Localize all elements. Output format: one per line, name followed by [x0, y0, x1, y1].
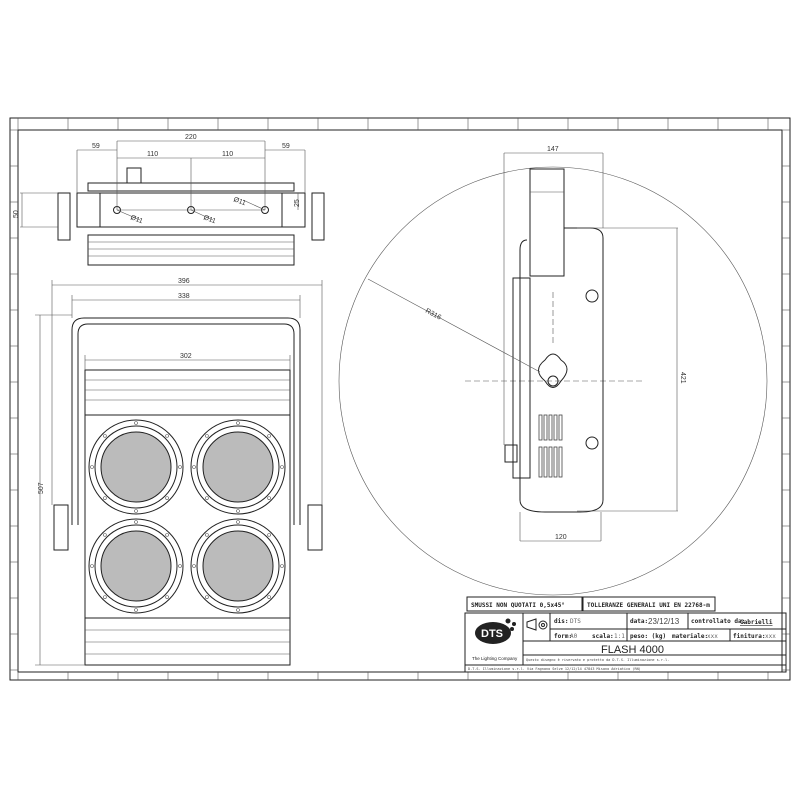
logo-tagline: The Lighting Company: [472, 656, 518, 661]
side-view: [338, 152, 768, 596]
checked-by-value: Gabrielli: [740, 619, 773, 626]
dim-220: 220: [185, 134, 197, 141]
dis-label: dis:: [554, 618, 568, 625]
knob-right: [311, 192, 325, 241]
dim-59-left: 59: [92, 143, 100, 150]
dts-logo: [475, 622, 511, 644]
hole-dia-3: Ø11: [232, 196, 246, 207]
dim-59-right: 59: [282, 143, 290, 150]
lens: [88, 419, 184, 515]
knob-left: [57, 192, 71, 241]
format-value: A0: [570, 633, 578, 640]
dis-value: DTS: [570, 618, 581, 625]
dim-396: 396: [178, 278, 190, 285]
inner-frame: [17, 129, 783, 673]
dim-110-right: 110: [222, 151, 233, 158]
logo-text: DTS: [481, 628, 503, 640]
projection-symbol-icon: [526, 618, 548, 631]
dim-120: 120: [555, 534, 567, 541]
dim-507: 507: [38, 482, 45, 494]
tolerance-note: TOLLERANZE GENERALI UNI EN 22768-m: [587, 602, 710, 609]
weight-label: peso: (kg): [630, 633, 666, 640]
date-value: 23/12/13: [648, 617, 680, 626]
hole-dia-2: Ø11: [202, 214, 216, 225]
date-label: data:: [630, 618, 648, 625]
format-label: form:: [554, 633, 572, 640]
outer-frame: [9, 117, 791, 681]
title-block: [464, 596, 787, 673]
dim-r316: R316: [424, 308, 442, 322]
drawing-title: FLASH 4000: [601, 644, 664, 656]
chamfer-note: SMUSSI NON QUOTATI 0,5x45°: [471, 602, 565, 609]
dim-302: 302: [180, 353, 192, 360]
scale-value: 1:1: [614, 633, 625, 640]
lens: [190, 419, 286, 515]
swing-radius-circle: [338, 166, 768, 596]
material-value: xxx: [707, 633, 718, 640]
finish-value: xxx: [765, 633, 776, 640]
hole-dia-1: Ø11: [129, 214, 143, 225]
dim-421: 421: [679, 372, 686, 384]
knob-left: [53, 504, 69, 551]
lens: [190, 518, 286, 614]
material-label: materiale:: [672, 633, 708, 640]
address: D.T.S. Illuminazione s.r.l. Via Fagnano …: [468, 667, 641, 671]
yoke: [71, 317, 301, 525]
dim-25: 25: [294, 199, 301, 207]
scale-label: scala:: [592, 633, 614, 640]
front-view: [35, 280, 323, 666]
finish-label: finitura:: [733, 633, 766, 640]
dim-50: 50: [13, 210, 20, 218]
checked-by-label: controllato da:: [691, 618, 745, 625]
grid-reference-ticks: [10, 118, 790, 680]
dim-110-left: 110: [147, 151, 158, 158]
disclaimer: Questo disegno è riservato e protetto da…: [526, 658, 669, 662]
lens: [88, 518, 184, 614]
locking-knob: [538, 353, 568, 388]
top-view: [20, 140, 325, 266]
knob-right: [307, 504, 323, 551]
dim-338: 338: [178, 293, 190, 300]
dim-147: 147: [547, 146, 559, 153]
